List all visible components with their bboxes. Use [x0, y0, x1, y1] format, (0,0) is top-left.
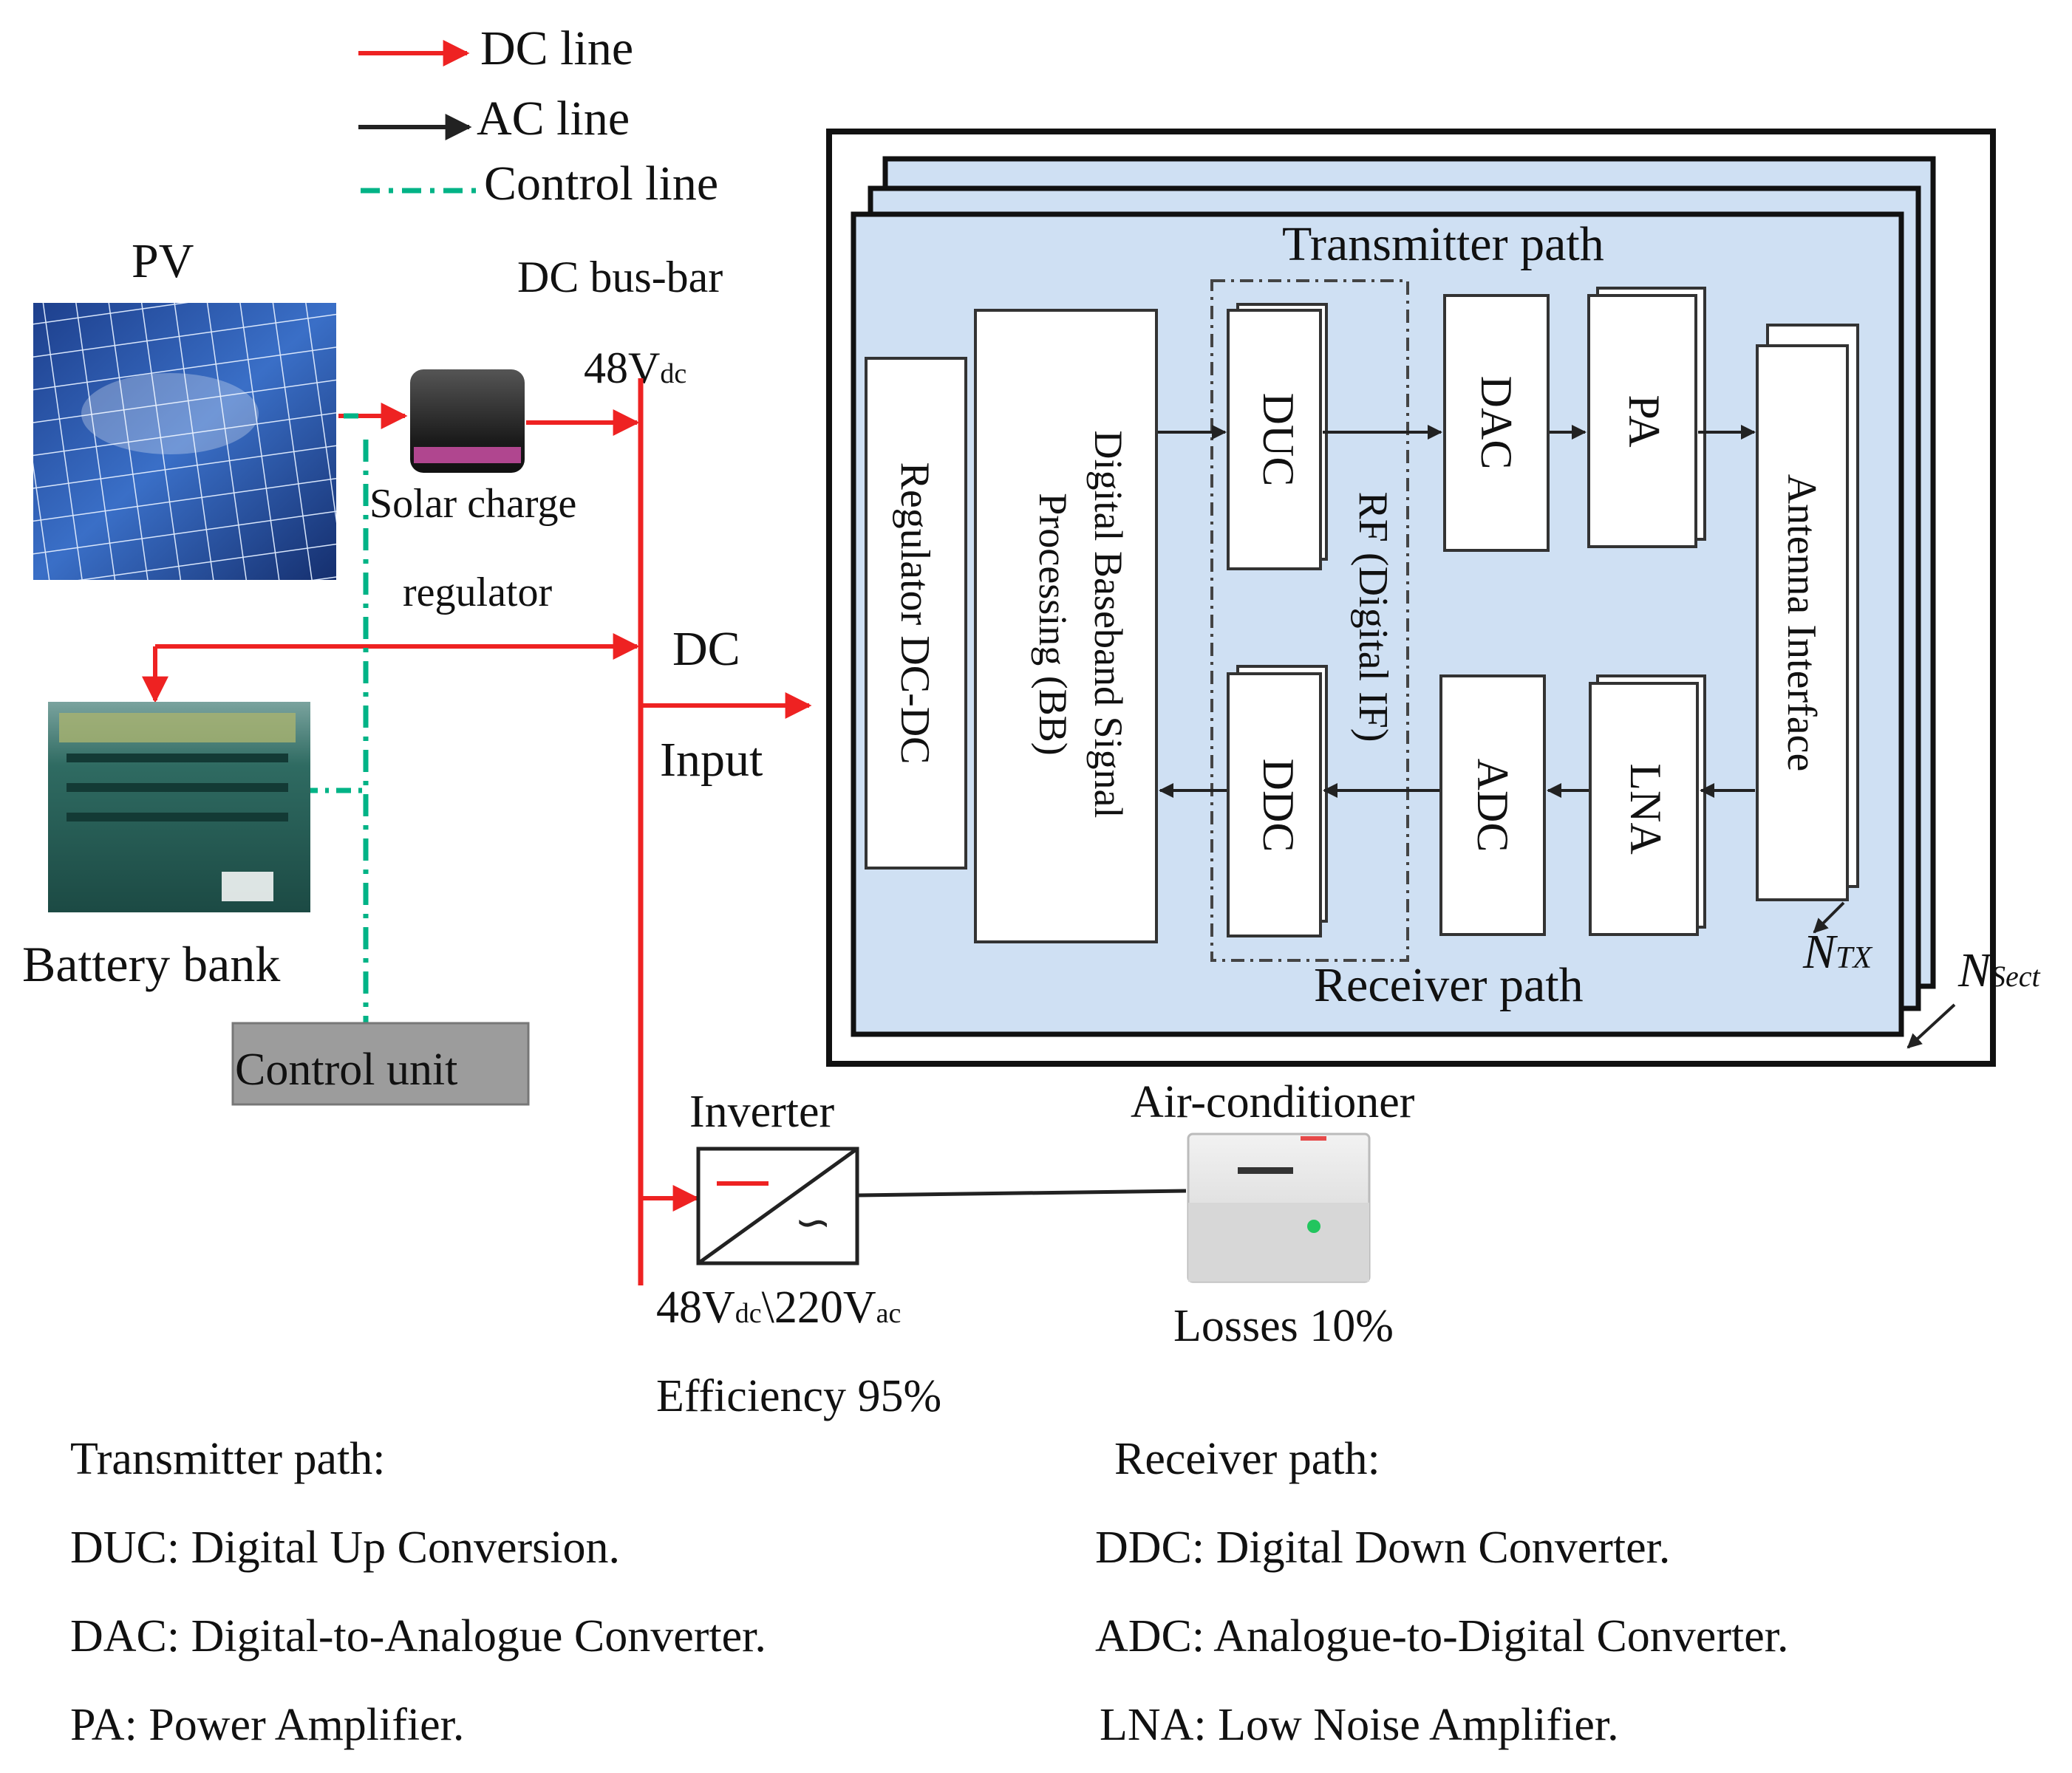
dc-lines [142, 378, 812, 1285]
transmitter-path-label: Transmitter path [1282, 217, 1604, 271]
duc-label: DUC [1254, 393, 1303, 487]
rf-group-label: RF (Digital IF) [1350, 491, 1396, 742]
glossary-rx-item: DDC: Digital Down Converter. [1095, 1523, 1670, 1573]
dc-bus-bar-label: DC bus-bar [517, 253, 723, 301]
svg-text:∽: ∽ [794, 1198, 831, 1247]
ntx-label: NTX [1802, 925, 1873, 979]
solar-regulator-label-2: regulator [403, 570, 552, 615]
ac-line [858, 1189, 1187, 1198]
adc-label: ADC [1468, 759, 1517, 853]
ddc-box [1227, 672, 1322, 937]
control-unit: Control unit [231, 1022, 530, 1106]
baseband-label-2: Processing (BB) [1031, 493, 1075, 755]
legend-ac-label: AC line [477, 92, 630, 146]
glossary-rx-heading: Receiver path: [1114, 1434, 1380, 1484]
regulator-dc-dc-box [865, 357, 967, 870]
legend: DC line AC line Control line [358, 21, 718, 211]
antenna-interface-box [1756, 344, 1849, 901]
lna-box [1589, 682, 1699, 936]
nsect-label: NSect [1957, 943, 2041, 997]
dac-label: DAC [1472, 376, 1521, 470]
dac-box [1443, 294, 1550, 552]
legend-dc-label: DC line [480, 21, 633, 75]
lna-label: LNA [1621, 763, 1670, 854]
battery-bank-label: Battery bank [22, 936, 280, 992]
glossary-rx-item: LNA: Low Noise Amplifier. [1100, 1700, 1619, 1750]
legend-control-label: Control line [484, 157, 718, 211]
receiver-path-label: Receiver path [1314, 958, 1584, 1012]
inverter-label: Inverter [689, 1087, 835, 1137]
ddc-label: DDC [1254, 759, 1303, 853]
rf-group-boundary [1210, 279, 1409, 962]
pv-label: PV [132, 234, 194, 288]
air-conditioner-icon [1187, 1133, 1371, 1283]
glossary-tx-item: PA: Power Amplifier. [70, 1700, 464, 1750]
battery-bank-image [48, 702, 310, 912]
glossary-tx-item: DUC: Digital Up Conversion. [70, 1523, 620, 1573]
air-conditioner-losses: Losses 10% [1173, 1301, 1394, 1351]
glossary-tx-heading: Transmitter path: [70, 1434, 386, 1484]
glossary-rx-item: ADC: Analogue-to-Digital Converter. [1095, 1611, 1788, 1661]
pa-label: PA [1620, 394, 1669, 447]
glossary-tx-item: DAC: Digital-to-Analogue Converter. [70, 1611, 766, 1661]
baseband-box [974, 309, 1158, 943]
dc-input-label-2: Input [660, 733, 763, 787]
regulator-dc-dc-label: Regulator DC-DC [892, 462, 938, 764]
solar-charge-regulator-icon [410, 369, 525, 473]
control-lines [303, 413, 369, 1023]
glossary: Transmitter path: DUC: Digital Up Conver… [70, 1434, 1788, 1750]
solar-regulator-label-1: Solar charge [369, 481, 576, 527]
antenna-interface-label: Antenna Interface [1779, 474, 1824, 772]
pa-box [1587, 294, 1697, 548]
dc-input-label-1: DC [672, 622, 740, 676]
adc-box [1439, 674, 1546, 936]
inverter-icon: ∽ [696, 1147, 859, 1265]
inverter-efficiency: Efficiency 95% [656, 1371, 941, 1421]
baseband-label-1: Digital Baseband Signal [1086, 431, 1131, 819]
duc-box [1227, 309, 1322, 570]
inverter-voltage: 48Vdc\220Vac [656, 1282, 901, 1333]
pv-panel-image [33, 303, 336, 580]
control-unit-label: Control unit [235, 1045, 457, 1095]
base-station: Transmitter path Receiver path Regulator… [826, 129, 2041, 1067]
air-conditioner-label: Air-conditioner [1131, 1077, 1415, 1127]
dc-bus-voltage: 48Vdc [584, 344, 686, 392]
